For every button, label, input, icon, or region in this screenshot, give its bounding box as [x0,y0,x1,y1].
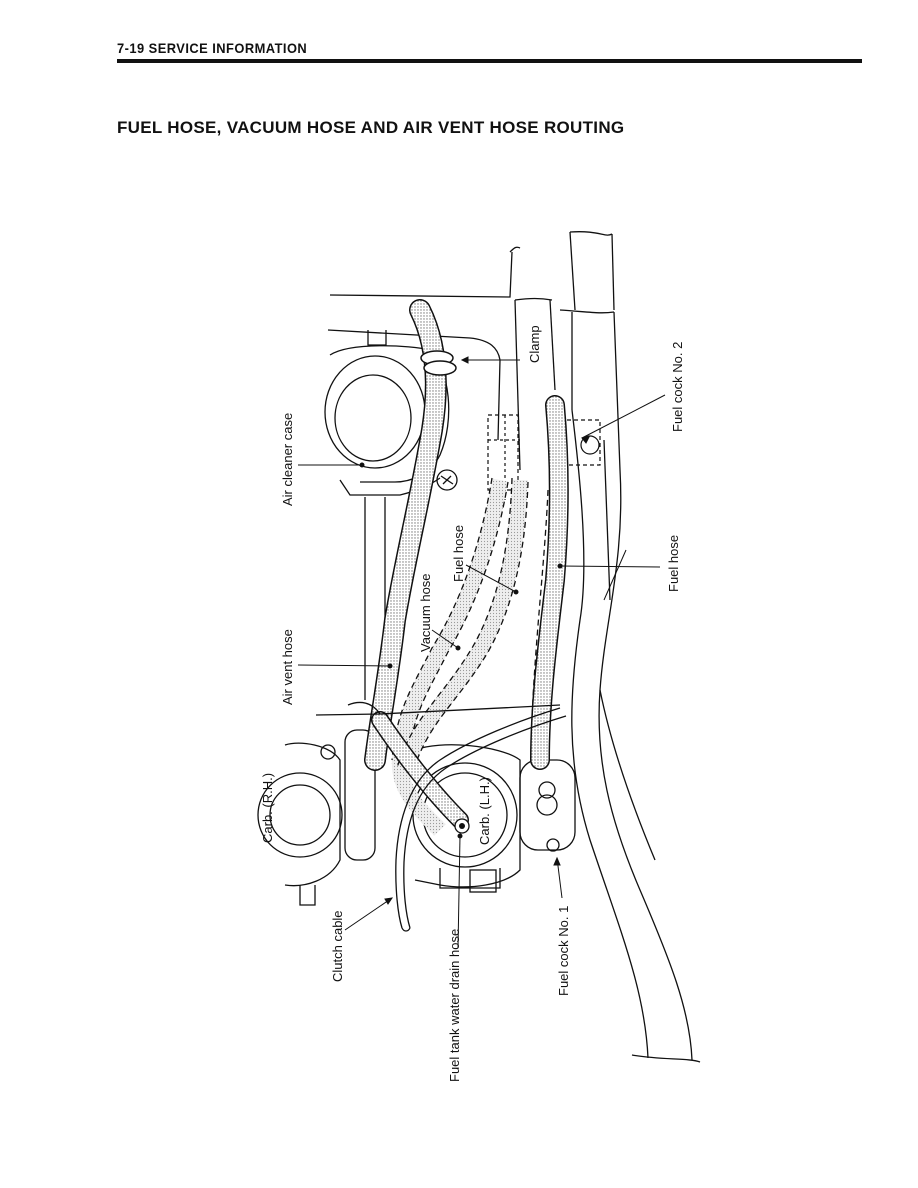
vacuum-hose [391,477,509,836]
label-carb-lh: Carb. (L.H.) [477,777,492,845]
label-vacuum-hose: Vacuum hose [418,573,433,652]
page-header: 7-19 SERVICE INFORMATION [117,40,862,64]
clutch-cable [315,701,567,932]
label-fuel-hose-inner: Fuel hose [451,525,466,582]
leader-lines [297,356,666,949]
label-fuel-cock-1: Fuel cock No. 1 [556,906,571,996]
label-clamp: Clamp [527,325,542,363]
carb-rh [257,729,376,906]
drain-hose [371,711,470,834]
page-title: FUEL HOSE, VACUUM HOSE AND AIR VENT HOSE… [117,118,625,137]
label-clutch-cable: Clutch cable [330,910,345,982]
label-air-cleaner-case: Air cleaner case [280,413,295,506]
clamp [420,350,457,376]
fuel-hose-outer [530,395,569,770]
fuel-hose-inner [396,477,529,773]
header-rule [117,59,862,63]
section-heading: 7-19 SERVICE INFORMATION [117,40,308,56]
label-air-vent-hose: Air vent hose [280,629,295,705]
label-carb-rh: Carb. (R.H.) [260,773,275,843]
label-fuel-cock-2: Fuel cock No. 2 [670,342,685,432]
diagram-labels: Clamp Fuel cock No. 2 Air cleaner case F… [260,325,685,1082]
label-fuel-hose-outer: Fuel hose [666,535,681,592]
label-drain-hose: Fuel tank water drain hose [447,929,462,1082]
